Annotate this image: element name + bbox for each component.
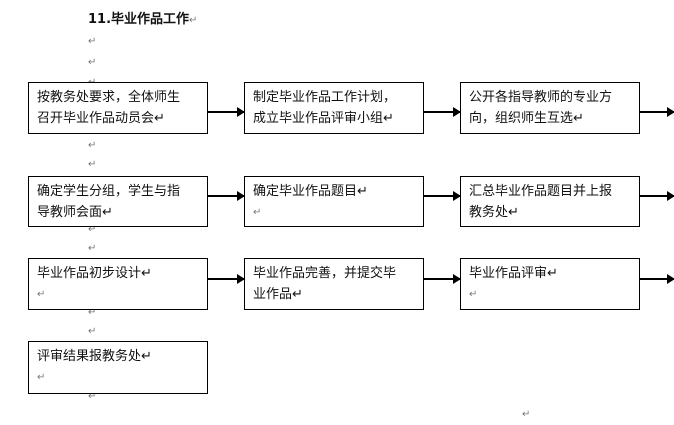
step-line: 召开毕业作品动员会↵ — [37, 111, 165, 126]
paragraph-mark-icon: ↵ — [88, 243, 97, 254]
flow-step-mobilization: 按教务处要求，全体师生 召开毕业作品动员会↵ — [28, 82, 208, 134]
paragraph-mark-icon: ↵ — [88, 140, 97, 151]
paragraph-mark-icon: ↵ — [88, 36, 97, 47]
flow-arrow — [208, 191, 245, 201]
step-line: 向，组织师生互选↵ — [469, 111, 584, 126]
title-text: 11.毕业作品工作 — [88, 12, 190, 27]
paragraph-mark-icon: ↵ — [37, 289, 46, 300]
flow-step-report-topics: 汇总毕业作品题目并上报 教务处↵ — [460, 176, 640, 227]
step-line: 评审结果报教务处↵ — [37, 349, 152, 364]
flow-arrow — [424, 107, 461, 117]
step-line: 按教务处要求，全体师生 — [37, 90, 181, 105]
flow-step-grouping: 确定学生分组，学生与指 导教师会面↵ — [28, 176, 208, 227]
paragraph-mark-icon: ↵ — [88, 224, 97, 235]
step-line: 导教师会面↵ — [37, 205, 113, 220]
flow-step-report-results: 评审结果报教务处↵ ↵ — [28, 341, 208, 394]
step-line: 业作品↵ — [253, 287, 303, 302]
page-title: 11.毕业作品工作↵ — [88, 8, 197, 27]
flow-step-mutual-selection: 公开各指导教师的专业方 向，组织师生互选↵ — [460, 82, 640, 134]
flow-step-initial-design: 毕业作品初步设计↵ ↵ — [28, 258, 208, 310]
flow-arrow — [640, 107, 674, 117]
flow-step-review: 毕业作品评审↵ ↵ — [460, 258, 640, 310]
paragraph-mark-icon: ↵ — [88, 326, 97, 337]
paragraph-mark-icon: ↵ — [469, 289, 478, 300]
flow-step-topic: 确定毕业作品题目↵ ↵ — [244, 176, 424, 227]
flow-arrow — [640, 191, 674, 201]
paragraph-mark-icon: ↵ — [189, 15, 198, 26]
paragraph-mark-icon: ↵ — [522, 409, 531, 420]
step-line: 制定毕业作品工作计划， — [253, 90, 397, 105]
flow-arrow — [424, 274, 461, 284]
flow-step-plan: 制定毕业作品工作计划， 成立毕业作品评审小组↵ — [244, 82, 424, 134]
paragraph-mark-icon: ↵ — [88, 57, 97, 68]
step-line: 公开各指导教师的专业方 — [469, 90, 613, 105]
step-line: 确定学生分组，学生与指 — [37, 184, 181, 199]
paragraph-mark-icon: ↵ — [37, 372, 46, 383]
flow-arrow — [640, 274, 674, 284]
step-line: 确定毕业作品题目↵ — [253, 184, 368, 199]
step-line: 教务处↵ — [469, 205, 519, 220]
paragraph-mark-icon: ↵ — [88, 159, 97, 170]
flow-arrow — [208, 274, 245, 284]
paragraph-mark-icon: ↵ — [88, 391, 97, 402]
step-line: 汇总毕业作品题目并上报 — [469, 184, 613, 199]
flow-arrow — [208, 107, 245, 117]
paragraph-mark-icon: ↵ — [253, 207, 262, 218]
step-line: 毕业作品初步设计↵ — [37, 266, 152, 281]
step-line: 毕业作品完善，并提交毕 — [253, 266, 397, 281]
paragraph-mark-icon: ↵ — [88, 307, 97, 318]
step-line: 成立毕业作品评审小组↵ — [253, 111, 394, 126]
step-line: 毕业作品评审↵ — [469, 266, 558, 281]
flow-arrow — [424, 191, 461, 201]
flow-step-finalize: 毕业作品完善，并提交毕 业作品↵ — [244, 258, 424, 310]
